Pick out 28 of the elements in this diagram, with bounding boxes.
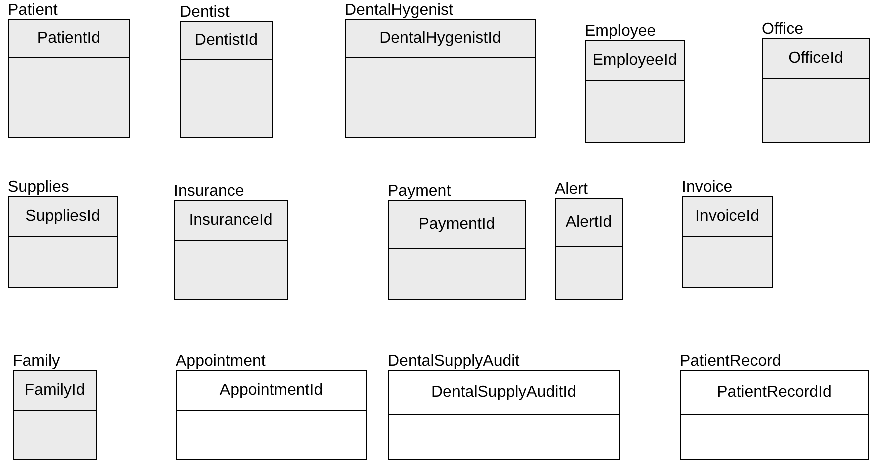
entity-name: Payment: [388, 182, 452, 201]
entity-name: Office: [762, 20, 804, 39]
entity-name: PatientRecord: [680, 352, 782, 371]
entity-name: Family: [13, 352, 60, 371]
entity-name: Insurance: [174, 182, 244, 201]
entity-name: DentalHygenist: [345, 1, 454, 20]
entity-name: Alert: [555, 180, 588, 199]
key-attribute: AlertId: [556, 199, 622, 247]
key-attribute: InsuranceId: [175, 201, 287, 241]
key-attribute: PatientId: [9, 20, 129, 58]
key-attribute: FamilyId: [14, 371, 96, 411]
key-attribute: DentistId: [181, 22, 272, 60]
key-attribute: EmployeeId: [586, 41, 684, 81]
key-attribute: DentalHygenistId: [346, 20, 535, 58]
entity-name: Invoice: [682, 178, 733, 197]
entity-name: Patient: [8, 1, 58, 20]
key-attribute: PaymentId: [389, 201, 525, 249]
entity-name: Dentist: [180, 3, 230, 22]
entity-name: Employee: [585, 22, 656, 41]
key-attribute: DentalSupplyAuditId: [389, 371, 619, 415]
key-attribute: InvoiceId: [683, 197, 772, 237]
entity-name: Appointment: [176, 352, 266, 371]
key-attribute: PatientRecordId: [681, 371, 868, 415]
entity-name: DentalSupplyAudit: [388, 352, 520, 371]
key-attribute: SuppliesId: [9, 197, 117, 237]
entity-name: Supplies: [8, 178, 70, 197]
key-attribute: OfficeId: [763, 39, 869, 79]
key-attribute: AppointmentId: [177, 371, 366, 411]
